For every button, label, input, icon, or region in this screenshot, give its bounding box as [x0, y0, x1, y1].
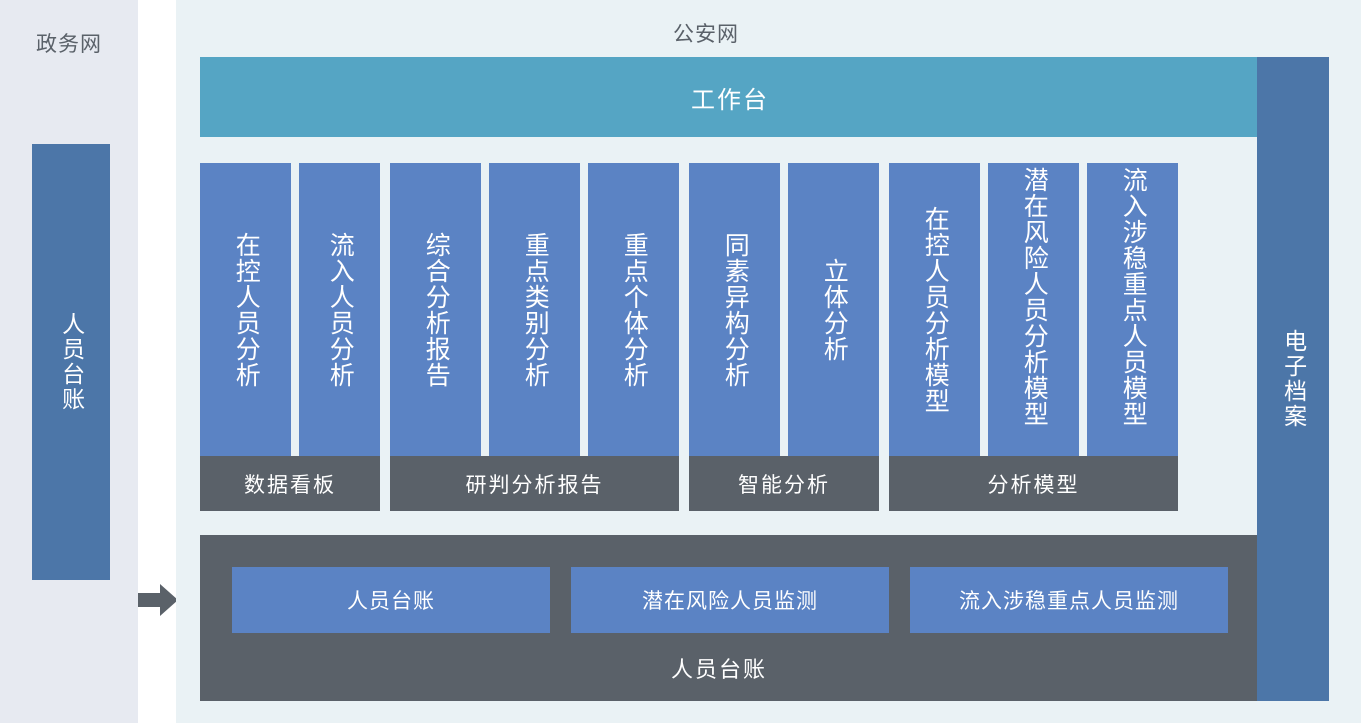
module-column[interactable]: 流入人员分析	[299, 163, 380, 456]
group-label-text: 分析模型	[987, 473, 1080, 497]
government-personnel-ledger-label: 人员台账	[58, 312, 85, 412]
module-column-label: 同素异构分析	[721, 231, 750, 388]
ledger-box-label: 潜在风险人员监测	[642, 590, 818, 613]
group-analysis-report: 综合分析报告 重点类别分析 重点个体分析 研判分析报告	[390, 163, 679, 511]
ledger-box-row: 人员台账 潜在风险人员监测 流入涉稳重点人员监测	[232, 567, 1228, 633]
group-label-bar: 数据看板	[200, 456, 380, 511]
module-column-label: 重点类别分析	[521, 231, 550, 388]
module-column[interactable]: 综合分析报告	[390, 163, 481, 456]
module-column-label: 立体分析	[820, 257, 849, 362]
electronic-archive-box[interactable]: 电子档案	[1257, 57, 1329, 701]
arrow-right-icon	[138, 584, 178, 616]
group-columns: 综合分析报告 重点类别分析 重点个体分析	[390, 163, 679, 456]
ledger-box[interactable]: 潜在风险人员监测	[571, 567, 889, 633]
module-column-label: 潜在风险人员分析模型	[1020, 167, 1049, 427]
personnel-ledger-caption: 人员台账	[670, 657, 767, 682]
government-personnel-ledger-box[interactable]: 人员台账	[32, 144, 110, 580]
module-column[interactable]: 潜在风险人员分析模型	[988, 163, 1079, 460]
module-column[interactable]: 重点个体分析	[588, 163, 679, 456]
module-column-label: 在控人员分析	[232, 231, 261, 388]
group-label-bar: 分析模型	[889, 456, 1178, 511]
public-security-network-title: 公安网	[673, 23, 739, 46]
ledger-box[interactable]: 流入涉稳重点人员监测	[910, 567, 1228, 633]
module-column[interactable]: 在控人员分析	[200, 163, 291, 456]
module-column-label: 流入涉稳重点人员模型	[1119, 167, 1148, 427]
electronic-archive-label: 电子档案	[1280, 329, 1307, 429]
flow-arrow	[138, 583, 178, 617]
group-label-bar: 智能分析	[689, 456, 879, 511]
group-label-bar: 研判分析报告	[390, 456, 679, 511]
module-groups-row: 在控人员分析 流入人员分析 数据看板 综合分析报告 重点类别	[200, 163, 1260, 511]
module-column-label: 在控人员分析模型	[921, 205, 950, 414]
group-data-dashboard: 在控人员分析 流入人员分析 数据看板	[200, 163, 380, 511]
ledger-box[interactable]: 人员台账	[232, 567, 550, 633]
ledger-box-label: 人员台账	[347, 590, 435, 613]
government-network-panel: 政务网 人员台账	[0, 0, 138, 723]
module-column[interactable]: 立体分析	[788, 163, 879, 456]
module-column[interactable]: 流入涉稳重点人员模型	[1087, 163, 1178, 460]
module-column[interactable]: 在控人员分析模型	[889, 163, 980, 456]
group-analysis-model: 在控人员分析模型 潜在风险人员分析模型 流入涉稳重点人员模型 分析模型	[889, 163, 1178, 511]
module-column-label: 综合分析报告	[422, 231, 451, 388]
public-security-network-panel: 公安网 工作台 在控人员分析 流入人员分析 数据看板	[176, 0, 1361, 723]
group-columns: 在控人员分析模型 潜在风险人员分析模型 流入涉稳重点人员模型	[889, 163, 1178, 460]
module-column[interactable]: 重点类别分析	[489, 163, 580, 456]
group-label-text: 研判分析报告	[465, 473, 604, 497]
group-label-text: 数据看板	[244, 473, 336, 497]
group-columns: 在控人员分析 流入人员分析	[200, 163, 380, 456]
workbench-label: 工作台	[691, 86, 769, 114]
workbench-bar[interactable]: 工作台	[200, 57, 1260, 137]
module-column[interactable]: 同素异构分析	[689, 163, 780, 456]
ledger-box-label: 流入涉稳重点人员监测	[959, 590, 1179, 613]
group-label-text: 智能分析	[738, 473, 830, 497]
module-column-label: 重点个体分析	[620, 231, 649, 388]
module-column-label: 流入人员分析	[326, 231, 355, 388]
group-intelligent-analysis: 同素异构分析 立体分析 智能分析	[689, 163, 879, 511]
group-columns: 同素异构分析 立体分析	[689, 163, 879, 456]
government-network-title: 政务网	[36, 33, 102, 56]
personnel-ledger-panel: 人员台账 潜在风险人员监测 流入涉稳重点人员监测 人员台账	[200, 535, 1260, 701]
